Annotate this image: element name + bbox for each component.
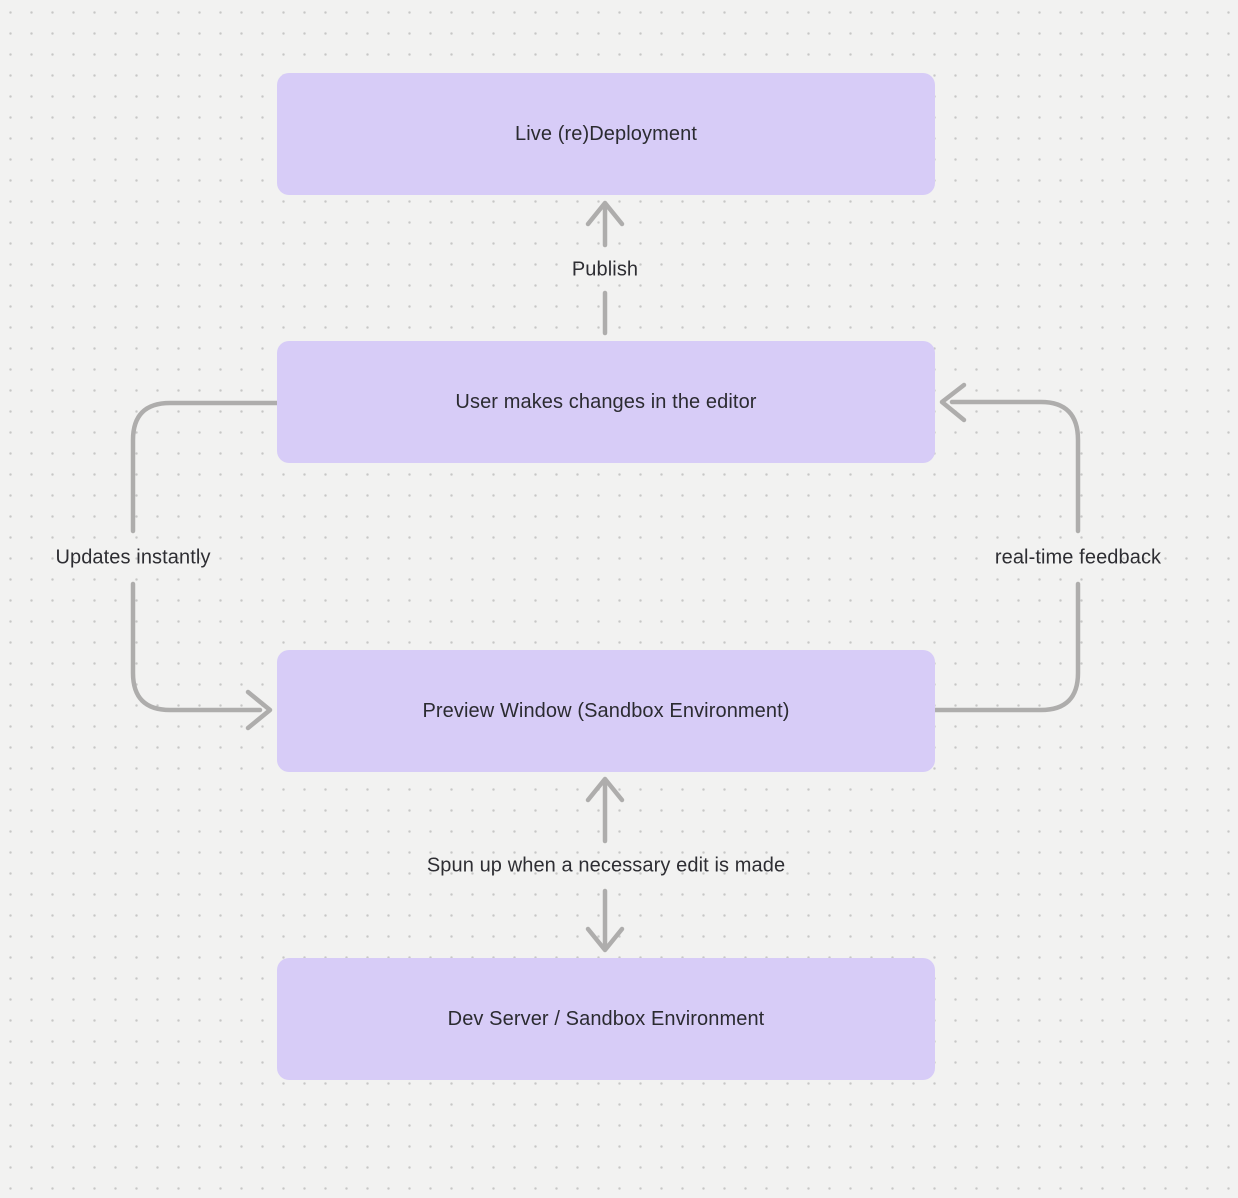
edge-real-time-feedback-arrow <box>932 382 1081 713</box>
edge-label-spun-up: Spun up when a necessary edit is made <box>426 854 786 877</box>
edge-publish-arrow <box>585 200 625 336</box>
node-live-redeployment: Live (re)Deployment <box>277 73 935 195</box>
edge-updates-instantly-arrow <box>130 400 280 731</box>
node-dev-server: Dev Server / Sandbox Environment <box>277 958 935 1080</box>
node-label: Dev Server / Sandbox Environment <box>447 1007 765 1030</box>
edge-label-real-time-feedback: real-time feedback <box>994 546 1162 569</box>
node-label: User makes changes in the editor <box>455 390 757 413</box>
node-editor-changes: User makes changes in the editor <box>277 341 935 463</box>
node-label: Live (re)Deployment <box>515 122 697 145</box>
edge-spun-up-arrow <box>585 776 625 953</box>
node-preview-window: Preview Window (Sandbox Environment) <box>277 650 935 772</box>
arrowhead-up-icon <box>585 200 625 227</box>
arrowhead-up-icon <box>585 776 625 803</box>
node-label: Preview Window (Sandbox Environment) <box>422 699 790 722</box>
arrowhead-left-icon <box>939 382 967 423</box>
arrowhead-down-icon <box>585 926 625 953</box>
arrowhead-right-icon <box>245 689 273 731</box>
edge-label-publish: Publish <box>571 258 639 281</box>
edge-label-updates-instantly: Updates instantly <box>55 546 211 569</box>
